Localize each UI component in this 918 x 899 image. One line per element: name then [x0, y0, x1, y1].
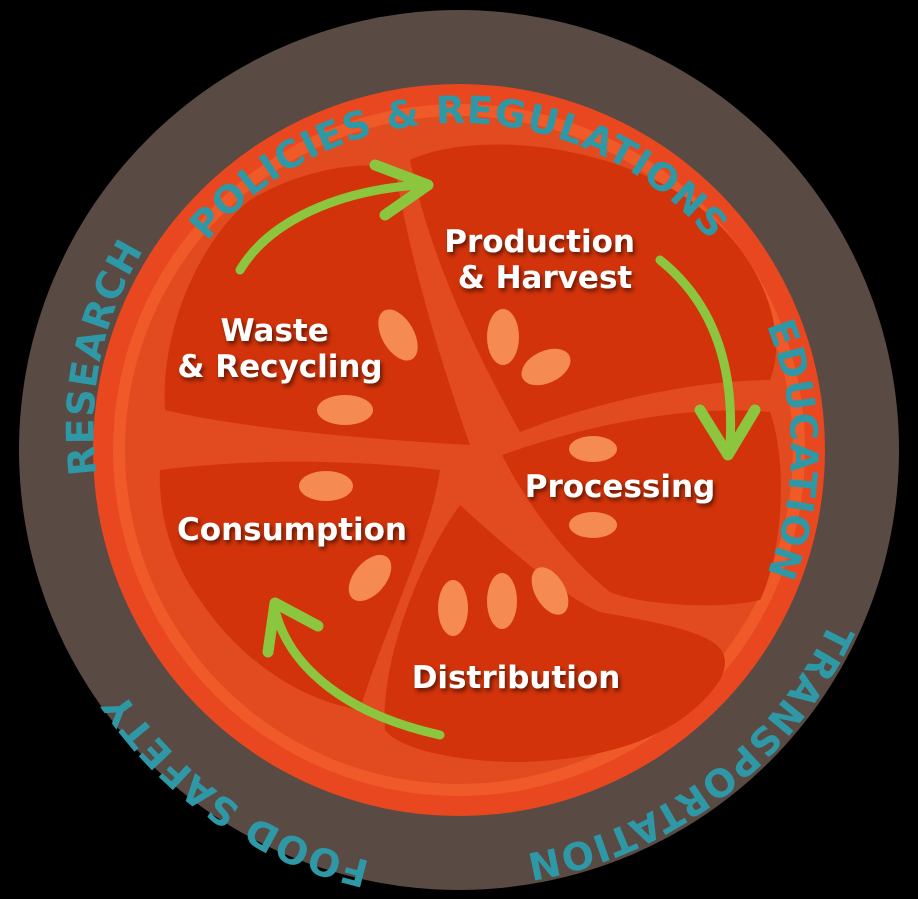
seed [378, 309, 418, 361]
chamber-distribution [384, 505, 725, 762]
segment-label-processing: Processing [525, 469, 716, 505]
arrow-waste-to-production [235, 180, 425, 275]
arrowhead-consumption [262, 597, 324, 658]
arrow-production-to-processing [655, 255, 736, 450]
arrowhead-processing [694, 404, 761, 461]
seed [521, 348, 571, 386]
seed [569, 512, 617, 538]
seed [569, 436, 617, 462]
seed [487, 573, 517, 629]
seed [317, 395, 373, 425]
chamber-waste [164, 165, 470, 445]
seeds [299, 309, 617, 636]
segment-label-distribution: Distribution [412, 660, 621, 696]
seed [438, 580, 468, 636]
seed [531, 567, 569, 615]
segment-labels: Production & Harvest Processing Distribu… [177, 224, 715, 696]
chamber-processing [502, 410, 781, 606]
segment-label-waste: Waste & Recycling [177, 313, 382, 385]
segment-label-production: Production & Harvest [444, 224, 646, 296]
cycle-arrows [235, 159, 761, 740]
chamber-consumption [159, 461, 440, 710]
seed [487, 309, 519, 365]
arrow-distribution-to-consumption [270, 605, 445, 740]
seed [299, 471, 353, 501]
arrowhead-production [369, 159, 434, 221]
seed [348, 554, 392, 602]
segment-label-consumption: Consumption [177, 512, 407, 548]
